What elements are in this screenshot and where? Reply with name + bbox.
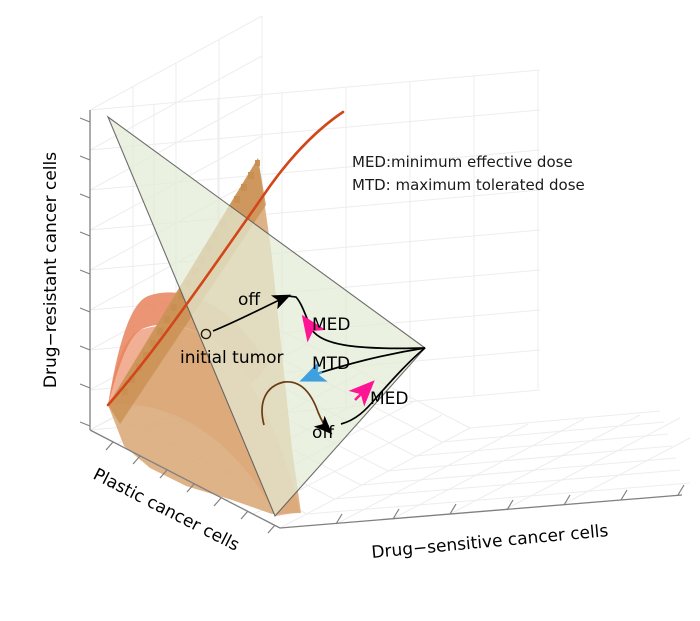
legend-mtd: MTD: maximum tolerated dose [352, 176, 585, 194]
label-med-upper: MED [312, 315, 351, 335]
label-mtd: MTD [312, 354, 350, 374]
axis-label-x: Drug−sensitive cancer cells [371, 521, 610, 563]
initial-tumor-marker [200, 328, 212, 340]
trajectory-lower-med [340, 347, 426, 425]
arrow-med-upper [301, 314, 326, 343]
orange-nullcline-curve [106, 110, 345, 407]
axis-lines [89, 110, 683, 529]
label-off-upper: off [238, 290, 261, 310]
axis-ticks-z [79, 117, 91, 427]
axis-ticks-x [335, 484, 685, 525]
axis-ticks-y [105, 441, 276, 534]
label-med-lower: MED [370, 389, 409, 409]
label-initial-tumor: initial tumor [180, 348, 284, 368]
legend-med: MED:minimum effective dose [352, 153, 573, 171]
green-separatrix-plane [106, 115, 426, 518]
arrow-mtd [299, 361, 328, 382]
arrow-med-lower [348, 380, 375, 407]
trajectory-lower-off [261, 381, 333, 435]
trajectory-upper-off [212, 294, 292, 332]
label-off-lower: off [312, 423, 335, 443]
axis-label-z: Drug−resistant cancer cells [41, 152, 61, 388]
